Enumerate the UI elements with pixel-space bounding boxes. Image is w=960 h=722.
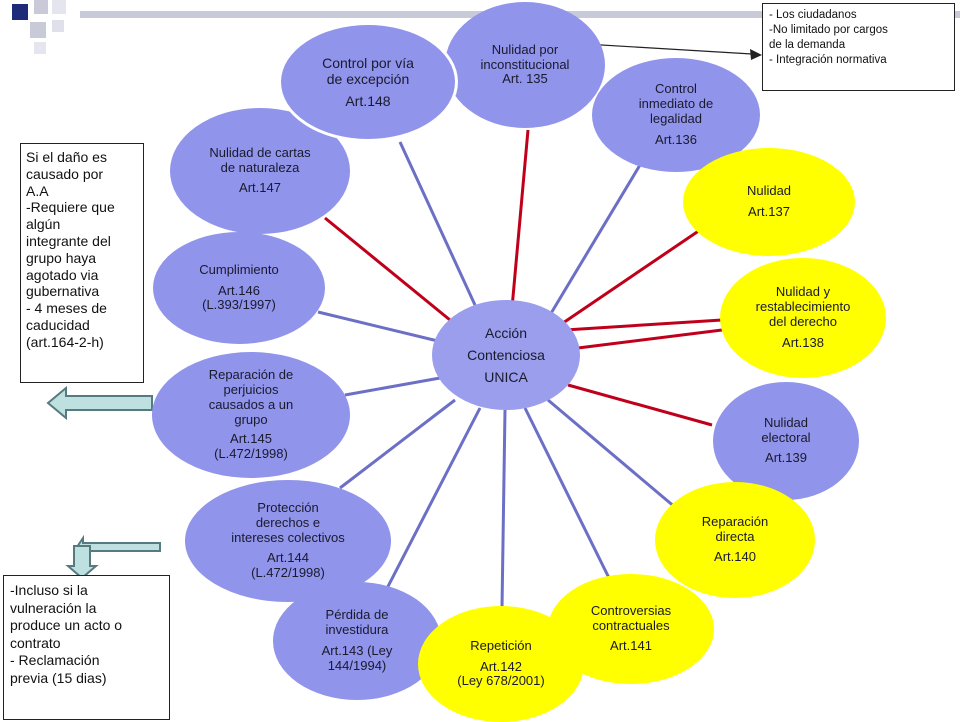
connector-139 (567, 383, 713, 427)
node-title: Controversias contractuales (590, 602, 672, 633)
decor-square (30, 22, 46, 38)
node-nulidad-cartas-naturaleza: Nulidad de cartas de naturaleza Art.147 (170, 108, 350, 234)
connector-143 (378, 407, 482, 603)
node-title: Nulidad por inconstitucional (480, 41, 570, 72)
node-title: Control por vía de excepción (322, 54, 414, 87)
node-repeticion: Repetición Art.142 (Ley 678/2001) (418, 606, 584, 722)
node-reparacion-directa: Reparación directa Art.140 (655, 482, 815, 598)
note-line: previa (15 dias) (10, 669, 107, 686)
connector-148 (398, 141, 477, 306)
connector-142 (500, 409, 507, 609)
node-article: Art. 135 (502, 71, 548, 87)
connector-137 (559, 228, 701, 327)
decor-square (52, 20, 64, 32)
node-proteccion-derechos-colectivos: Protección derechos e intereses colectiv… (185, 480, 391, 602)
node-reparacion-perjuicios-grupo: Reparación de perjuicios causados a un g… (152, 352, 350, 478)
note-line: -Incluso si la (10, 582, 88, 598)
note-line: (art.164-2-h) (26, 333, 104, 350)
decor-square (34, 42, 46, 54)
block-arrow-down-head (65, 545, 99, 580)
node-perdida-investidura: Pérdida de investidura Art.143 (Ley 144/… (273, 582, 441, 700)
decor-square (52, 0, 66, 14)
note-line: algún (26, 216, 61, 233)
pointer-line-note (584, 43, 753, 55)
connector-144 (339, 398, 456, 490)
note-line: - Reclamación (10, 652, 100, 668)
node-cumplimiento: Cumplimiento Art.146 (L.393/1997) (153, 232, 325, 344)
node-title: Reparación directa (701, 513, 769, 544)
note-line: produce un acto o (10, 617, 123, 633)
node-control-via-excepcion: Control por vía de excepción Art.148 (278, 22, 458, 142)
node-article: Art.136 (655, 131, 697, 147)
node-title: Protección derechos e intereses colectiv… (231, 499, 345, 545)
connector-146 (317, 310, 443, 344)
node-title: Nulidad de cartas de naturaleza (209, 144, 311, 175)
note-line: vulneración la (10, 599, 97, 616)
connector-145 (344, 376, 441, 397)
node-article: Art.144 (L.472/1998) (251, 550, 325, 581)
decor-square (34, 0, 48, 14)
node-article: Art.143 (Ley 144/1994) (321, 643, 393, 673)
center-line-2: Contenciosa (467, 346, 545, 363)
node-title: Control inmediato de legalidad (638, 81, 714, 126)
node-nulidad-restablecimiento: Nulidad y restablecimiento del derecho A… (720, 258, 886, 378)
center-node-accion-contenciosa: Acción Contenciosa UNICA (432, 300, 580, 410)
corner-decoration (0, 0, 80, 60)
connector-136 (548, 164, 642, 316)
node-article: Art.141 (610, 638, 652, 654)
note-line: causado por (26, 165, 104, 182)
node-article: Art.147 (239, 180, 281, 196)
note-line: A.A (26, 182, 49, 199)
center-line-3: UNICA (484, 369, 528, 386)
connector-141 (523, 407, 612, 581)
connector-138-a (564, 318, 723, 332)
node-article: Art.140 (714, 549, 756, 565)
node-article: Art.146 (L.393/1997) (202, 282, 276, 313)
note-line: - 4 meses de (26, 300, 107, 317)
pointer-arrowhead (750, 49, 762, 60)
node-article: Art.138 (782, 334, 824, 350)
note-line: integrante del (26, 232, 111, 249)
node-title: Nulidad electoral (761, 414, 811, 445)
connector-147 (324, 216, 451, 322)
note-bottom-left: -Incluso si la vulneración la produce un… (3, 575, 170, 720)
note-left: Si el daño es causado por A.A -Requiere … (20, 143, 144, 383)
node-nulidad: Nulidad Art.137 (683, 148, 855, 256)
node-nulidad-electoral: Nulidad electoral Art.139 (713, 382, 859, 500)
connector-138-b (577, 328, 723, 350)
note-line: agotado via (26, 266, 99, 283)
node-article: Art.148 (345, 93, 391, 110)
note-top-right: - Los ciudadanos -No limitado por cargos… (762, 3, 955, 91)
note-line: Si el daño es (26, 149, 107, 165)
node-nulidad-inconstitucional: Nulidad por inconstitucional Art. 135 (445, 2, 605, 128)
node-title: Pérdida de investidura (325, 607, 389, 638)
node-article: Art.139 (765, 450, 807, 466)
note-line: -Requiere que (26, 199, 115, 216)
decor-square (12, 4, 28, 20)
node-title: Nulidad y restablecimiento del derecho (755, 284, 851, 329)
connector-135 (510, 129, 530, 309)
node-title: Reparación de perjuicios causados a un g… (208, 367, 294, 427)
node-title: Repetición (470, 637, 532, 653)
node-article: Art.142 (Ley 678/2001) (457, 658, 545, 689)
note-line: de la demanda (769, 38, 846, 51)
note-line: gubernativa (26, 283, 100, 300)
node-article: Art.145 (L.472/1998) (214, 430, 288, 461)
connector-140 (547, 398, 677, 510)
node-title: Cumplimiento (199, 261, 279, 277)
note-line: -No limitado por cargos (769, 23, 888, 36)
node-article: Art.137 (748, 204, 790, 219)
note-line: - Los ciudadanos (769, 9, 857, 21)
node-title: Nulidad (746, 183, 792, 199)
block-arrow-left (46, 385, 153, 421)
center-line-1: Acción (484, 324, 528, 341)
note-line: caducidad (26, 316, 90, 333)
note-line: contrato (10, 634, 61, 651)
note-line: - Integración normativa (769, 53, 887, 66)
note-line: grupo haya (26, 249, 97, 266)
